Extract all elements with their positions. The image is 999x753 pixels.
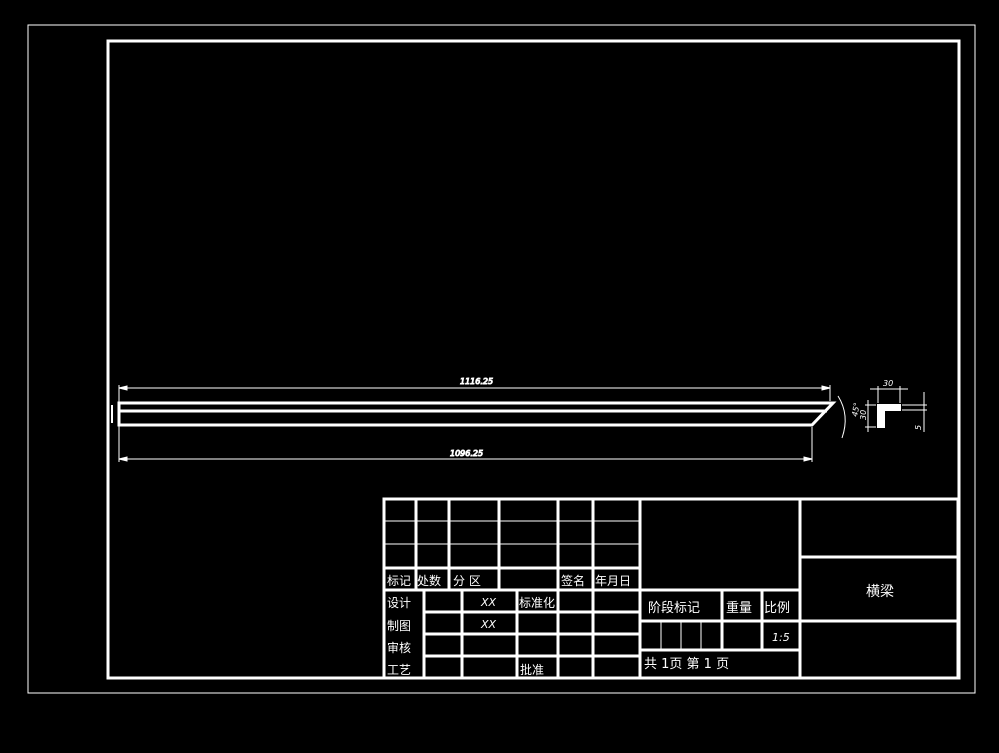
dimension-overall-length: 1116.25: [118, 377, 831, 401]
stage-mark-label: 阶段标记: [648, 601, 700, 616]
outer-sheet-border: [27, 24, 976, 694]
design-name: XX: [480, 596, 497, 609]
beam-side-view: [111, 395, 837, 440]
drafting-name: XX: [480, 618, 497, 631]
scale-label: 比例: [764, 601, 790, 616]
row-process: 工艺: [387, 663, 411, 677]
weight-label: 重量: [726, 600, 752, 616]
header-count: 处数: [417, 573, 441, 588]
row-approval: 批准: [520, 662, 544, 677]
header-mark: 标记: [387, 574, 411, 588]
header-date: 年月日: [595, 574, 631, 588]
drawing-frame: [106, 39, 961, 680]
part-name: 横梁: [866, 584, 894, 600]
title-block-thin-lines: [384, 520, 702, 650]
row-standardization: 标准化: [519, 596, 555, 610]
overall-length-label: 1116.25: [460, 377, 493, 386]
header-zone: 分 区: [453, 574, 481, 588]
dimension-bevel-angle: 45°: [837, 395, 862, 439]
profile-width-label: 30: [883, 379, 893, 388]
row-design: 设计: [387, 596, 411, 610]
row-drafting: 制图: [387, 619, 411, 633]
title-block: [382, 497, 960, 680]
svg-text:45°: 45°: [850, 402, 861, 418]
row-review: 审核: [387, 640, 411, 655]
profile-height-label: 30: [859, 410, 868, 420]
title-block-text: 标记 处数 分 区 签名 年月日 设计 制图 审核 工艺 XX XX 标准化 批…: [387, 573, 894, 677]
inner-length-label: 1096.25: [450, 449, 483, 458]
dimension-inner-length: 1096.25: [118, 427, 813, 462]
profile-thickness-label: 5: [914, 425, 923, 430]
header-signature: 签名: [561, 573, 585, 588]
profile-section-view: 30 30 5: [859, 379, 927, 432]
sheet-count: 共 1页 第 1 页: [644, 657, 729, 672]
scale-value: 1:5: [772, 631, 790, 644]
